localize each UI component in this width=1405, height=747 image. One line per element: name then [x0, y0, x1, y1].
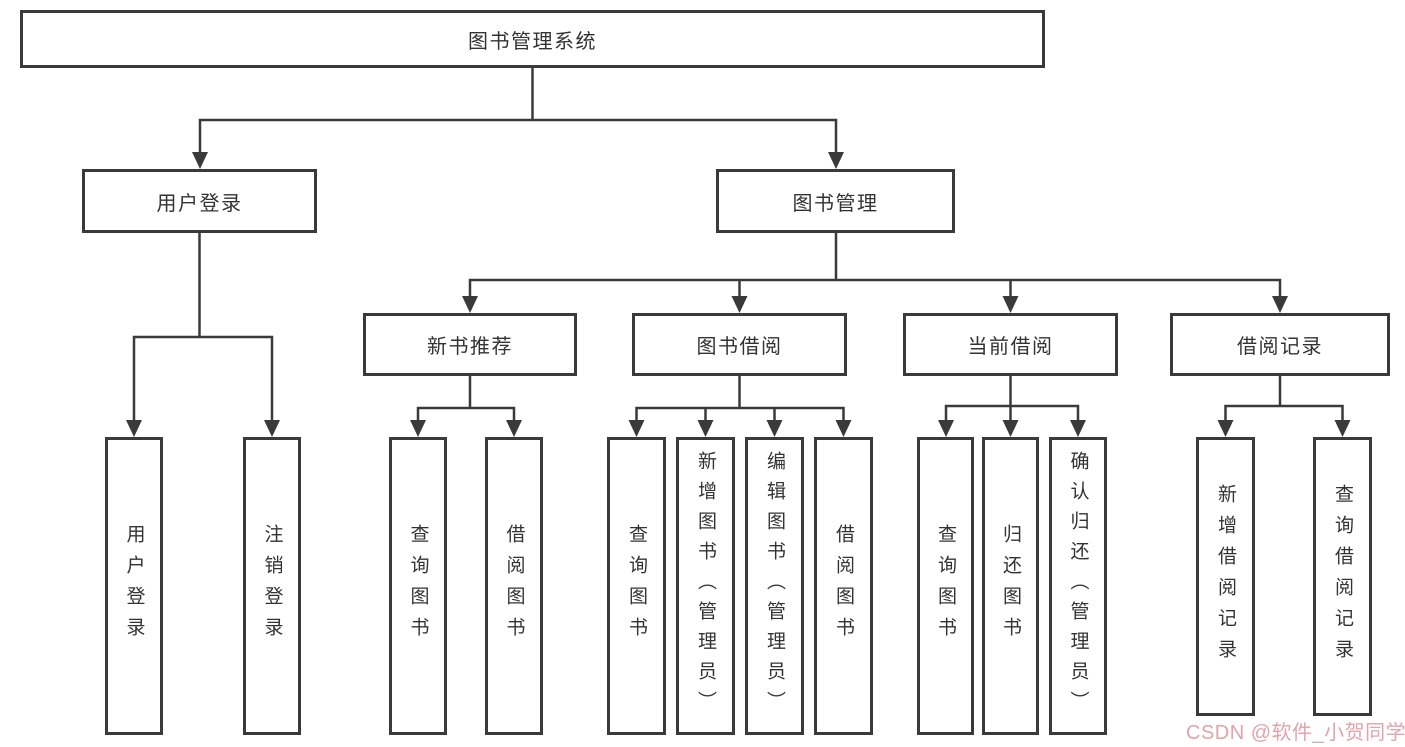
arrowheads	[126, 152, 1351, 437]
arrow-to-leaf-cb-confirm	[1070, 420, 1086, 437]
arrow-to-leaf-cb-query	[938, 420, 954, 437]
edge-login-split	[132, 335, 274, 422]
csdn-watermark: CSDN @软件_小贺同学	[1186, 722, 1405, 744]
arrow-to-user-login	[192, 152, 208, 169]
node-new-book-recommendation: 新书推荐	[363, 313, 577, 376]
leaf-rec-borrow-book: 借阅图书	[485, 437, 543, 735]
arrow-to-leaf-bb-query	[628, 420, 645, 437]
leaf-logout: 注销登录	[243, 437, 301, 735]
edge-current-split	[944, 404, 1080, 422]
leaf-cb-confirm-return-admin: 确认归还（管理员）	[1049, 437, 1107, 735]
leaf-br-add-record: 新增借阅记录	[1196, 437, 1255, 716]
node-book-borrowing: 图书借阅	[632, 313, 847, 376]
edge-records-split	[1224, 404, 1344, 422]
leaf-bb-edit-book-admin: 编辑图书（管理员）	[745, 437, 804, 735]
leaf-rec-query-book: 查询图书	[389, 437, 447, 735]
arrow-to-book-mgmt	[828, 152, 844, 169]
edge-level1-split	[198, 118, 838, 153]
leaf-br-query-record: 查询借阅记录	[1313, 437, 1372, 716]
leaf-cb-return-book: 归还图书	[982, 437, 1039, 735]
arrow-to-leaf-bb-edit	[766, 420, 783, 437]
leaf-user-login: 用户登录	[105, 437, 163, 735]
leaf-cb-query-book: 查询图书	[917, 437, 974, 735]
arrow-to-borrow-records	[1272, 296, 1288, 313]
arrow-to-leaf-logout	[264, 420, 280, 437]
arrow-to-book-borrow	[731, 296, 748, 313]
node-book-management: 图书管理	[716, 169, 955, 233]
arrow-to-leaf-user-login	[126, 420, 142, 437]
node-borrowing-records: 借阅记录	[1170, 313, 1390, 376]
edge-borrow-split	[635, 406, 845, 422]
arrow-to-leaf-cb-return	[1002, 420, 1019, 437]
node-user-login: 用户登录	[82, 169, 317, 233]
node-library-management-system: 图书管理系统	[20, 10, 1045, 68]
node-current-borrowing: 当前借阅	[903, 313, 1118, 376]
leaf-bb-borrow-book: 借阅图书	[814, 437, 873, 735]
leaf-bb-query-book: 查询图书	[607, 437, 666, 735]
arrow-to-leaf-bb-add	[697, 420, 714, 437]
arrow-to-current-borrow	[1002, 296, 1019, 313]
edge-rec-split	[416, 406, 516, 422]
arrow-to-leaf-br-add	[1217, 420, 1234, 437]
arrow-to-leaf-bb-borrow	[835, 420, 852, 437]
leaf-bb-add-book-admin: 新增图书（管理员）	[676, 437, 735, 735]
arrow-to-leaf-rec-borrow	[506, 420, 522, 437]
arrow-to-leaf-rec-query	[410, 420, 426, 437]
arrow-to-leaf-br-query	[1334, 420, 1351, 437]
edge-mgmt-split	[468, 278, 1282, 297]
arrow-to-new-book-rec	[462, 296, 478, 313]
